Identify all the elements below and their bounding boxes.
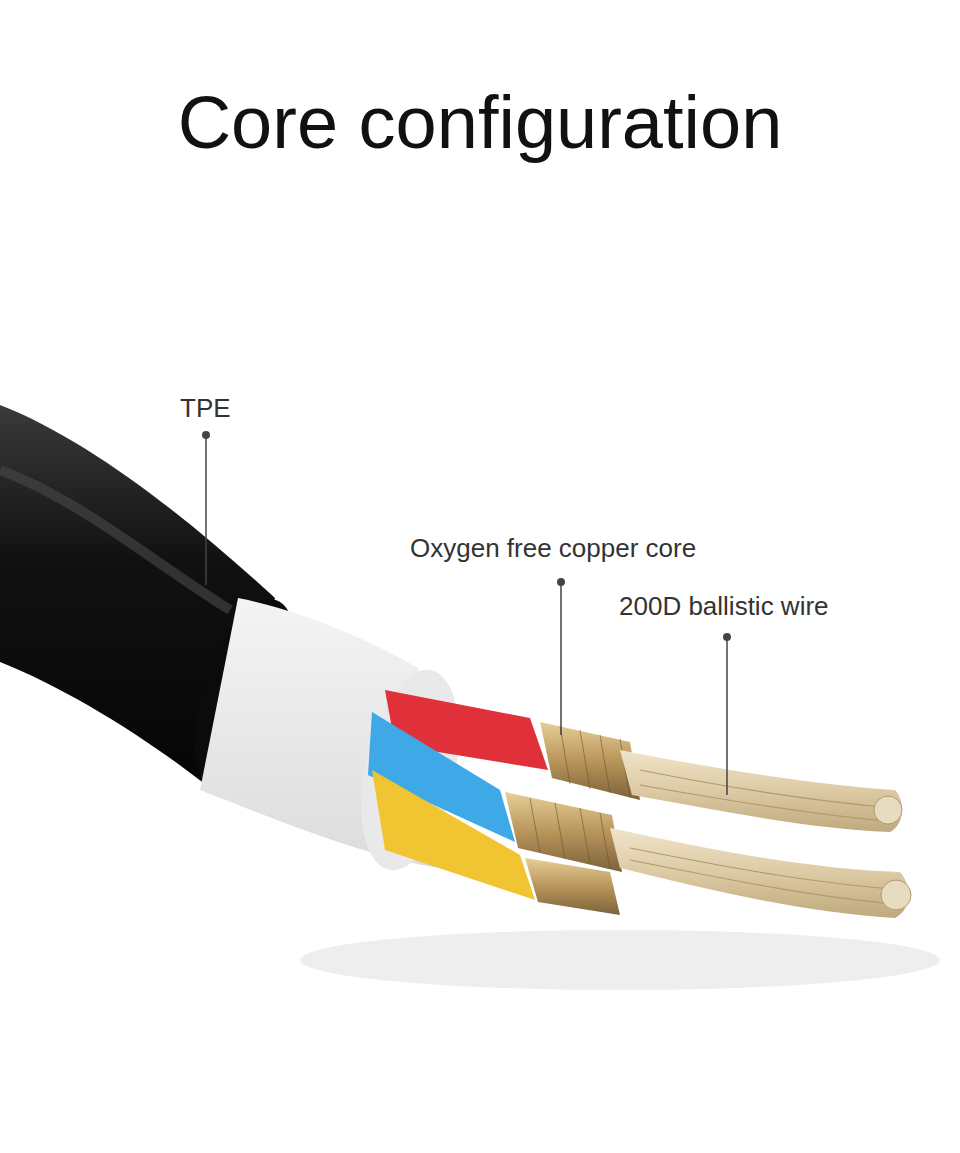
- yellow-wire: [372, 770, 535, 900]
- diagram-title: Core configuration: [0, 80, 960, 165]
- shadow: [300, 930, 940, 990]
- fiber-lines: [630, 770, 905, 905]
- jacket-highlight: [0, 470, 230, 610]
- leader-line: [726, 637, 728, 795]
- leader-line: [560, 582, 562, 735]
- leader-dot: [202, 431, 210, 439]
- fiber-end: [881, 880, 911, 910]
- part-label: Oxygen free copper core: [410, 533, 810, 564]
- leader-dot: [723, 633, 731, 641]
- leader-line: [205, 435, 207, 585]
- part-label: 200D ballistic wire: [619, 591, 939, 622]
- leader-dot: [557, 578, 565, 586]
- ballistic-fiber: [610, 828, 908, 918]
- copper-core: [505, 792, 622, 872]
- ballistic-fiber: [620, 750, 902, 832]
- copper-core: [525, 858, 620, 915]
- part-label: TPE: [180, 393, 300, 424]
- fiber-end: [874, 796, 902, 824]
